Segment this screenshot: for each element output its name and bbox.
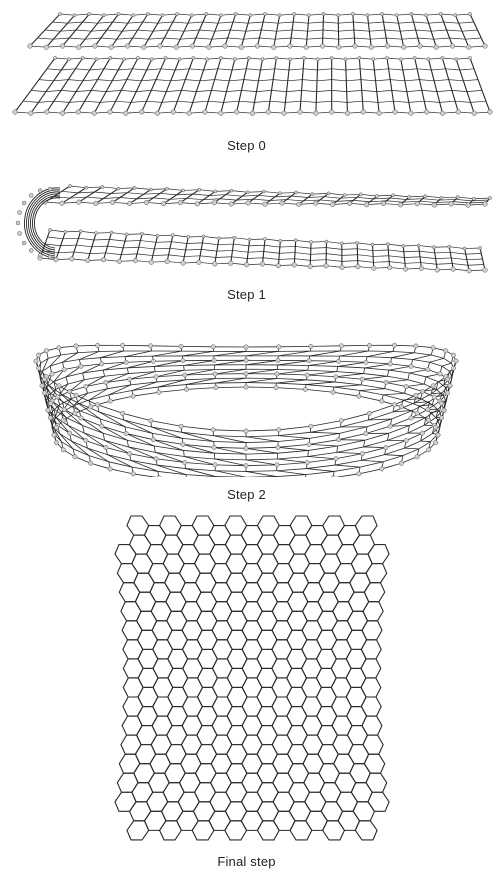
lower-folded-layer (38, 228, 488, 273)
bottom-graphene-sheet (13, 56, 493, 115)
hexagonal-cage-lattice (115, 516, 389, 840)
top-graphene-sheet (28, 12, 488, 49)
final-step-hexagonal-lattice (0, 510, 493, 850)
step-1-caption: Step 1 (0, 287, 493, 302)
step-1-folded-bilayer (0, 178, 493, 278)
step-0-caption: Step 0 (0, 138, 493, 153)
step-2-closed-loop-structure (0, 315, 493, 477)
upper-folded-layer (43, 184, 492, 207)
step-2-caption: Step 2 (0, 487, 493, 502)
closed-loop-lattice (34, 343, 458, 477)
final-step-caption: Final step (0, 854, 493, 869)
step-0-graphene-bilayer (0, 0, 493, 130)
fold-curve (16, 187, 60, 259)
